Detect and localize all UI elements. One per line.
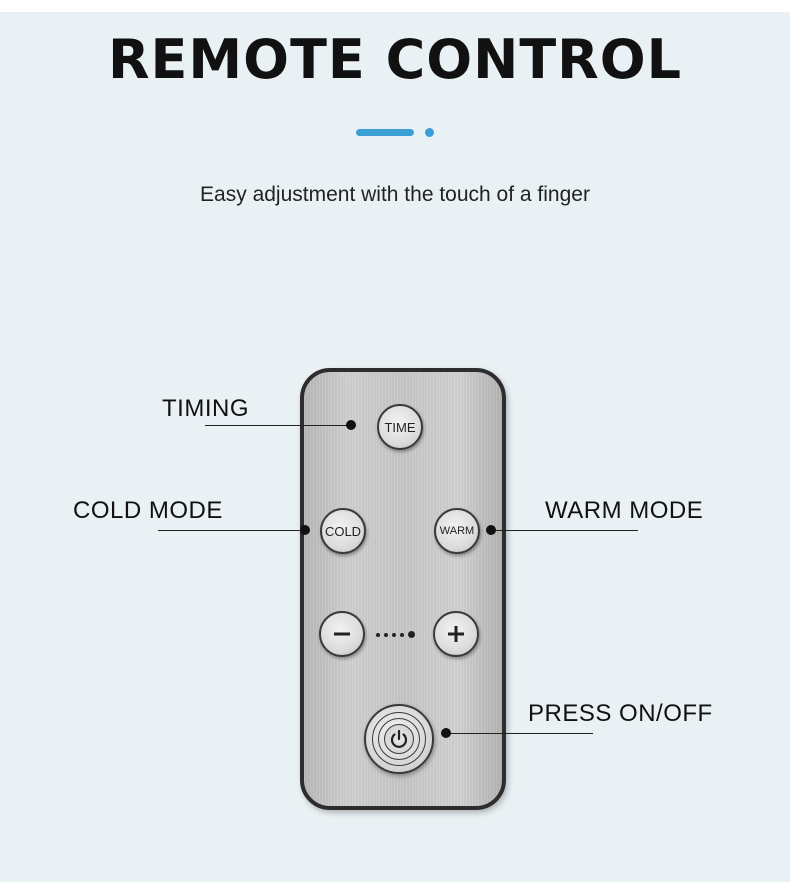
cold-button[interactable]: COLD xyxy=(320,508,366,554)
level-dot xyxy=(376,632,380,637)
cold-button-label: COLD xyxy=(324,523,362,539)
minus-button[interactable] xyxy=(319,611,365,657)
page-subtitle: Easy adjustment with the touch of a fing… xyxy=(200,183,590,206)
accent-bar xyxy=(356,129,414,136)
callout-cold-mode-label: COLD MODE xyxy=(73,497,223,524)
plus-button[interactable] xyxy=(433,611,479,657)
level-dot xyxy=(392,632,396,637)
time-button[interactable]: TIME xyxy=(377,404,423,450)
warm-button[interactable]: WARM xyxy=(434,508,480,554)
plus-icon xyxy=(448,626,464,642)
power-icon xyxy=(390,729,408,748)
power-ring-outer xyxy=(372,712,426,766)
callout-timing-label: TIMING xyxy=(162,395,249,422)
callout-timing-dot xyxy=(346,420,356,430)
page-title: REMOTE CONTROL xyxy=(107,28,683,91)
power-ring-middle xyxy=(378,718,420,760)
time-button-label: TIME xyxy=(384,419,416,435)
callout-warm-mode-line xyxy=(492,530,638,531)
callout-press-on-off-label: PRESS ON/OFF xyxy=(528,700,713,727)
warm-button-label: WARM xyxy=(439,525,475,537)
minus-icon xyxy=(334,632,350,636)
callout-warm-mode-label: WARM MODE xyxy=(545,497,704,524)
level-dot xyxy=(408,631,415,638)
top-strip xyxy=(0,0,790,12)
callout-cold-mode-line xyxy=(158,530,304,531)
callout-press-on-off-dot xyxy=(441,728,451,738)
level-dot xyxy=(400,632,404,637)
callout-timing-line xyxy=(205,425,351,426)
callout-press-on-off-line xyxy=(447,733,593,734)
callout-cold-mode-dot xyxy=(300,525,310,535)
callout-warm-mode-dot xyxy=(486,525,496,535)
power-button[interactable] xyxy=(364,704,434,774)
accent-dot xyxy=(425,128,434,137)
level-dot xyxy=(384,632,388,637)
level-indicator-dots xyxy=(376,631,415,638)
